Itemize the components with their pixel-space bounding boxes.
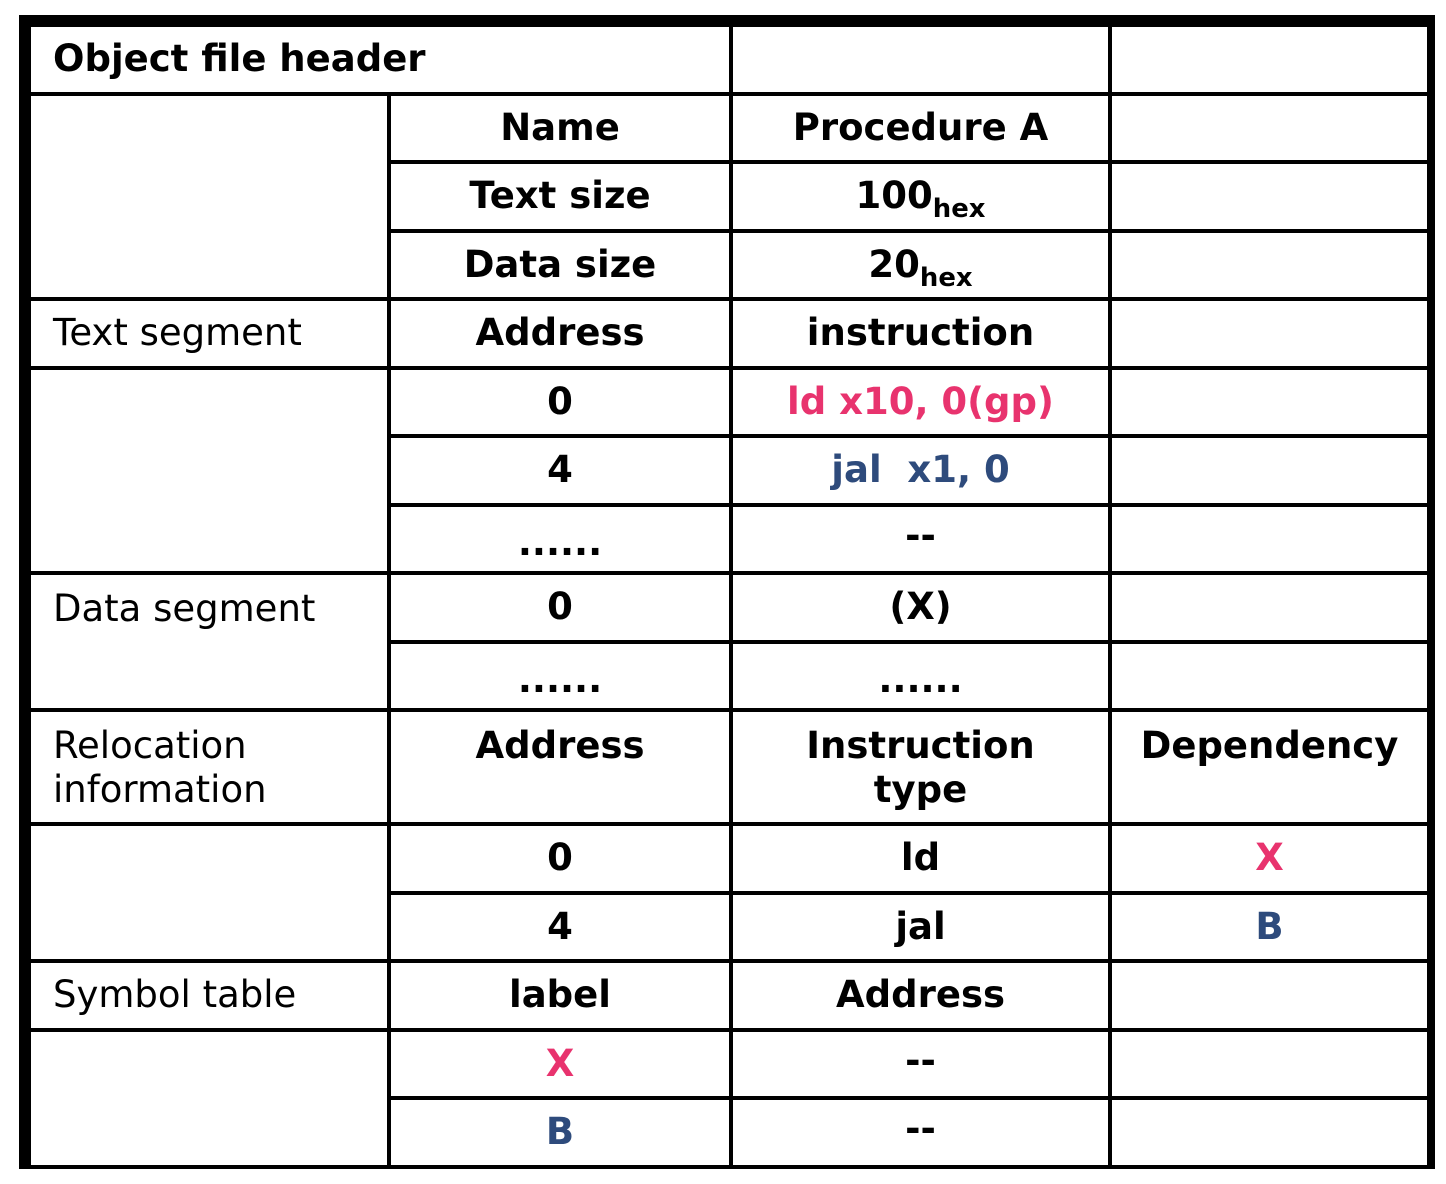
empty-cell — [1108, 1096, 1431, 1169]
relocation-address-cell: 4 — [387, 890, 733, 963]
relocation-type-cell: ld — [729, 822, 1112, 895]
empty-cell — [1108, 160, 1431, 233]
empty-cell — [1108, 571, 1431, 644]
object-file-header-title: Object file header — [27, 23, 733, 96]
text-segment-label: Text segment — [27, 297, 391, 370]
empty-cell — [1108, 959, 1431, 1032]
relocation-address-cell: 0 — [387, 822, 733, 895]
text-address-cell: 0 — [387, 365, 733, 438]
data-value-cell: (X) — [729, 571, 1112, 644]
text-address-cell: 4 — [387, 434, 733, 507]
empty-cell — [1108, 1027, 1431, 1100]
text-segment-row: ...... -- — [29, 502, 1431, 575]
header-field-data-size: Data size — [387, 228, 733, 301]
header-info-row: Text size 100hex — [29, 160, 1431, 233]
symbol-address-cell: -- — [729, 1027, 1112, 1100]
symbol-table-row: B -- — [29, 1096, 1431, 1169]
symbol-table-label-spacer — [27, 1027, 391, 1169]
header-title-row: Object file header — [27, 23, 1431, 96]
text-segment-col-address: Address — [387, 297, 733, 370]
header-field-text-size: Text size — [387, 160, 733, 233]
empty-cell — [1108, 639, 1431, 712]
data-address-cell: ...... — [387, 639, 733, 712]
relocation-label-spacer — [27, 822, 391, 963]
relocation-type-cell: jal — [729, 890, 1112, 963]
relocation-col-dependency: Dependency — [1108, 708, 1431, 826]
text-segment-label-spacer — [27, 365, 391, 575]
header-value-data-size: 20hex — [729, 228, 1112, 301]
text-segment-col-instruction: instruction — [729, 297, 1112, 370]
empty-cell — [1108, 23, 1431, 96]
header-info-label-cell — [27, 91, 391, 301]
text-instruction-cell: jal x1, 0 — [729, 434, 1112, 507]
text-instruction-cell: -- — [729, 502, 1112, 575]
symbol-table-col-label: label — [387, 959, 733, 1032]
empty-cell — [1108, 297, 1431, 370]
empty-cell — [729, 23, 1112, 96]
header-value-name: Procedure A — [729, 91, 1112, 164]
empty-cell — [1108, 228, 1431, 301]
relocation-dependency-cell: X — [1108, 822, 1431, 895]
text-address-cell: ...... — [387, 502, 733, 575]
symbol-label-cell: X — [387, 1027, 733, 1100]
data-address-cell: 0 — [387, 571, 733, 644]
relocation-dependency-cell: B — [1108, 890, 1431, 963]
symbol-table-header-row: Symbol table label Address — [27, 959, 1431, 1032]
header-field-name: Name — [387, 91, 733, 164]
data-segment-row: ...... ...... — [29, 639, 1431, 712]
header-value-text-size: 100hex — [729, 160, 1112, 233]
relocation-row: 4 jal B — [29, 890, 1431, 963]
relocation-col-address: Address — [387, 708, 733, 826]
header-info-row: Data size 20hex — [29, 228, 1431, 301]
header-info-row: Name Procedure A — [27, 91, 1431, 301]
object-file-table: Object file header Name Procedure A Text… — [27, 23, 1431, 1169]
text-segment-row: 0 ld x10, 0(gp) — [27, 365, 1431, 575]
relocation-row: 0 ld X — [27, 822, 1431, 963]
empty-cell — [1108, 91, 1431, 164]
text-segment-header-row: Text segment Address instruction — [27, 297, 1431, 370]
symbol-table-label: Symbol table — [27, 959, 391, 1032]
object-file-table-frame: Object file header Name Procedure A Text… — [19, 15, 1435, 1169]
empty-cell — [1108, 502, 1431, 575]
empty-cell — [1108, 434, 1431, 507]
symbol-table-col-address: Address — [729, 959, 1112, 1032]
empty-cell — [1108, 365, 1431, 438]
text-instruction-cell: ld x10, 0(gp) — [729, 365, 1112, 438]
data-segment-row: Data segment 0 (X) — [27, 571, 1431, 712]
data-segment-label: Data segment — [27, 571, 391, 712]
symbol-address-cell: -- — [729, 1096, 1112, 1169]
text-segment-row: 4 jal x1, 0 — [29, 434, 1431, 507]
symbol-table-row: X -- — [27, 1027, 1431, 1169]
data-value-cell: ...... — [729, 639, 1112, 712]
symbol-label-cell: B — [387, 1096, 733, 1169]
